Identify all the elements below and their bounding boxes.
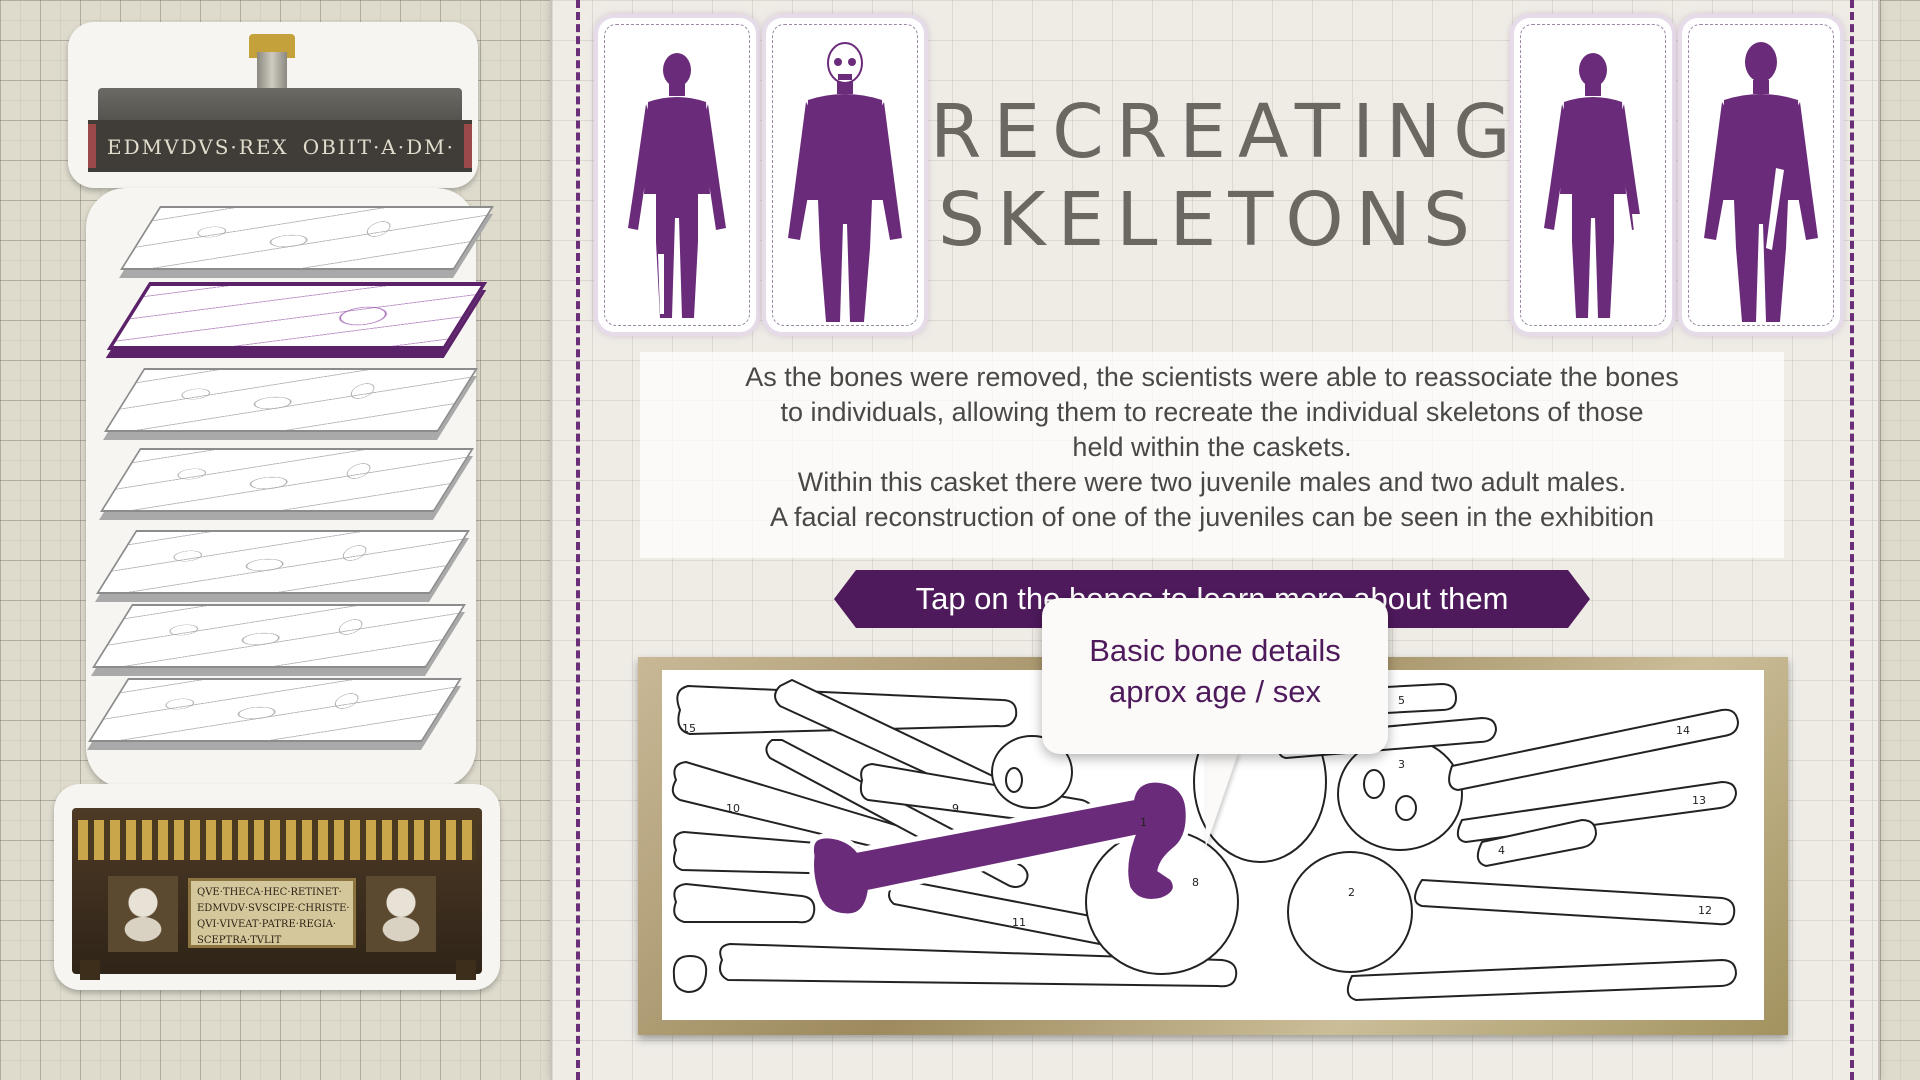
excavation-layer-1[interactable]: [120, 206, 494, 270]
description-line-3: held within the caskets.: [1072, 432, 1352, 462]
silhouette-icon: [1544, 53, 1644, 318]
panel-left-dashes: [576, 0, 580, 1080]
excavation-layer-7[interactable]: [88, 678, 462, 742]
skull-3[interactable]: [1337, 737, 1463, 851]
plaque-line-1: QVE·THECA·HEC·RETINET·: [197, 887, 342, 898]
casket-lid-edge: [88, 120, 472, 172]
skeleton-card-juvenile-1[interactable]: [598, 18, 756, 332]
panel-right-dashes: [1850, 0, 1854, 1080]
chest-foot-left: [80, 960, 100, 980]
description-line-4: Within this casket there were two juveni…: [797, 467, 1627, 497]
bone-13[interactable]: [1456, 781, 1737, 843]
bone-4[interactable]: [1476, 819, 1597, 867]
bone-label-9: 9: [952, 802, 959, 815]
skull-icon: [827, 42, 863, 84]
casket-chest-plaque: QVE·THECA·HEC·RETINET· EDMVDV·SVSCIPE·CH…: [188, 878, 356, 948]
bone-label-12: 12: [1698, 904, 1712, 917]
bone-label-11: 11: [1012, 916, 1026, 929]
silhouette-icon: [1704, 42, 1818, 322]
description-line-1: As the bones were removed, the scientist…: [745, 362, 1679, 392]
skull-small[interactable]: [991, 735, 1073, 809]
silhouette-icon: [788, 42, 902, 322]
bone-label-10: 10: [726, 802, 740, 815]
bone-label-14: 14: [1676, 724, 1690, 737]
skeleton-card-adult-2[interactable]: [1682, 18, 1840, 332]
bone-small-1[interactable]: [672, 955, 708, 993]
page-title: RECREATING SKELETONS: [930, 88, 1523, 264]
excavation-layer-6[interactable]: [92, 604, 466, 668]
hand-icon: [1632, 214, 1644, 232]
lid-red-trim-left: [88, 124, 96, 168]
tooltip-line-2: aprox age / sex: [1109, 674, 1321, 709]
title-line-2: SKELETONS: [937, 177, 1482, 263]
femur-icon: [1766, 168, 1784, 250]
casket-lid-inscription: EDMVDVS·REX OBIIT·A·DM·: [100, 132, 462, 162]
angel-carving-right: [366, 876, 436, 952]
plaque-line-3: QVI·VIVEAT·PATRE·REGIA·: [197, 919, 337, 930]
lid-inscription-left: EDMVDVS·REX: [107, 135, 289, 159]
bone-14[interactable]: [1448, 708, 1739, 791]
angel-carving-left: [108, 876, 178, 952]
skeleton-card-juvenile-2[interactable]: [1514, 18, 1672, 332]
description-box: As the bones were removed, the scientist…: [640, 352, 1784, 558]
lid-red-trim-right: [464, 124, 472, 168]
lower-leg-icon: [658, 254, 664, 314]
bone-label-5: 5: [1398, 694, 1405, 707]
skull-2[interactable]: [1287, 851, 1413, 973]
plaque-line-2: EDMVDV·SVSCIPE·CHRISTE·: [197, 903, 350, 914]
bone-label-8: 8: [1192, 876, 1199, 889]
bone-12[interactable]: [1414, 879, 1736, 926]
tooltip-line-1: Basic bone details: [1089, 633, 1341, 668]
bone-label-3: 3: [1398, 758, 1405, 771]
excavation-layer-3[interactable]: [104, 368, 478, 432]
bone-bottom-right[interactable]: [1346, 959, 1737, 1001]
bone-label-4: 4: [1498, 844, 1505, 857]
lid-inscription-right: OBIIT·A·DM·: [302, 135, 455, 159]
description-line-2: to individuals, allowing them to recreat…: [780, 397, 1644, 427]
plaque-line-4: SCEPTRA·TVLIT: [197, 935, 282, 946]
bone-label-2: 2: [1348, 886, 1355, 899]
bone-label-15: 15: [682, 722, 696, 735]
chest-foot-right: [456, 960, 476, 980]
skeleton-card-adult-1[interactable]: [766, 18, 924, 332]
casket-chest-frieze: [78, 820, 476, 860]
excavation-layer-2-selected[interactable]: [106, 282, 488, 350]
bone-label-1: 1: [1140, 816, 1147, 829]
highlighted-femur-bone[interactable]: [808, 777, 1191, 919]
bone-lower-2[interactable]: [673, 883, 816, 924]
silhouette-icon: [628, 53, 726, 318]
bone-details-tooltip: Basic bone details aprox age / sex: [1042, 598, 1388, 754]
bone-bottom-long[interactable]: [719, 943, 1238, 988]
excavation-layer-4[interactable]: [100, 448, 474, 512]
description-line-5: A facial reconstruction of one of the ju…: [769, 502, 1655, 532]
bone-label-13: 13: [1692, 794, 1706, 807]
excavation-layer-5[interactable]: [96, 530, 470, 594]
title-line-1: RECREATING: [930, 89, 1523, 175]
